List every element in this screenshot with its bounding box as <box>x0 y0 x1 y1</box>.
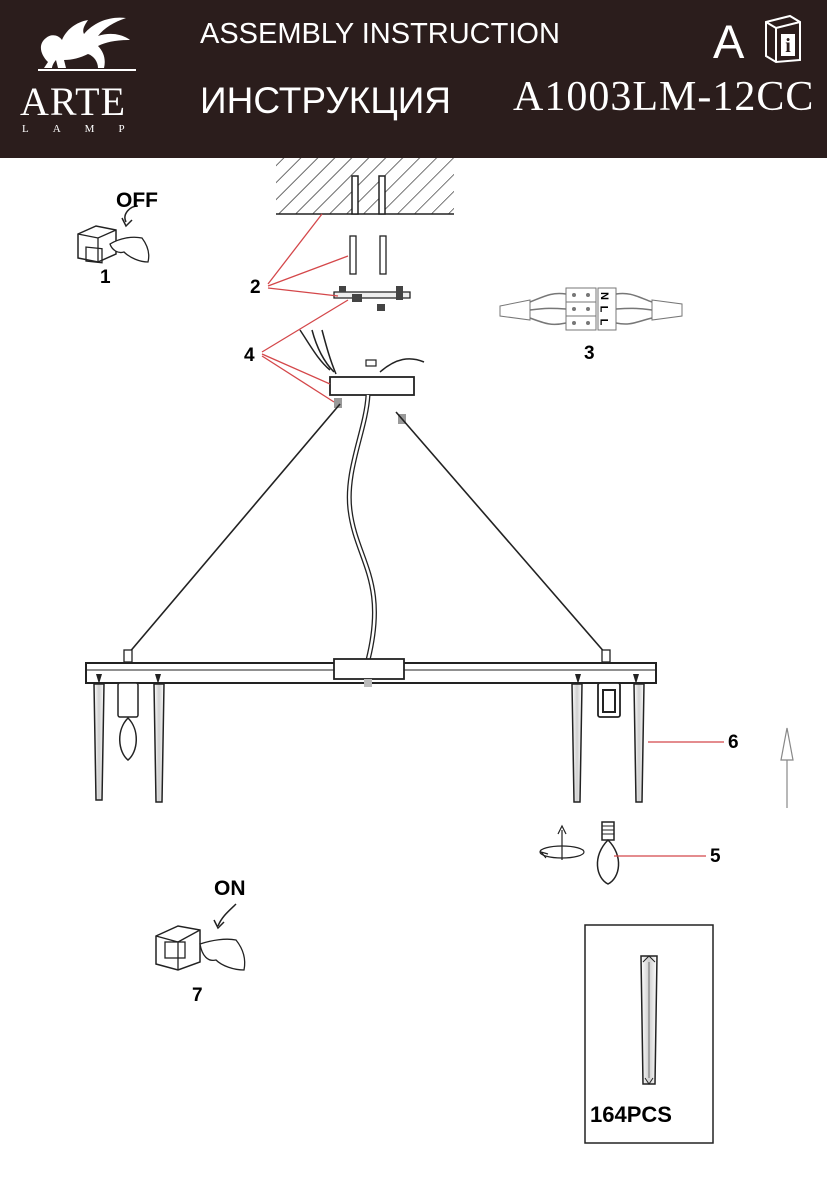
title-english: ASSEMBLY INSTRUCTION <box>200 18 560 50</box>
leader-lines <box>261 213 724 857</box>
switch-on-label: ON <box>214 877 246 900</box>
terminal-label-n: N <box>597 292 610 300</box>
book-info-icon: i <box>765 14 801 64</box>
ceiling <box>276 158 454 215</box>
brand-subtitle: LAMP <box>22 123 149 135</box>
step-5-label: 5 <box>710 846 721 867</box>
right-crystals <box>571 674 645 803</box>
language-letter: A <box>713 15 745 68</box>
brand-logo: ARTE LAMP <box>18 10 148 150</box>
brand-name: ARTE <box>20 79 127 124</box>
canopy <box>299 329 425 424</box>
step-7-label: 7 <box>192 985 203 1006</box>
switch-on-illustration <box>155 903 246 971</box>
step-4-label: 4 <box>244 345 255 366</box>
suspension-cables <box>127 394 607 661</box>
wiring-terminal <box>499 287 683 331</box>
griffin-logo-icon <box>38 17 136 71</box>
up-arrow-icon <box>780 727 794 808</box>
step-6-label: 6 <box>728 732 739 753</box>
bulb-install-detail <box>539 821 620 885</box>
terminal-label-l2: L <box>597 318 610 326</box>
left-crystals <box>93 674 165 803</box>
step-2-label: 2 <box>250 277 261 298</box>
switch-off-illustration <box>77 205 150 264</box>
crystal-count-box <box>584 924 714 1144</box>
svg-text:i: i <box>785 35 791 57</box>
terminal-label-l1: L <box>597 305 610 313</box>
model-number: A1003LM-12CC <box>513 74 815 120</box>
chandelier-frame <box>85 649 657 687</box>
step-3-label: 3 <box>584 343 595 364</box>
switch-off-label: OFF <box>116 189 158 212</box>
title-russian: ИНСТРУКЦИЯ <box>200 80 452 121</box>
step-1-label: 1 <box>100 267 111 288</box>
mounting-hardware <box>333 235 411 311</box>
crystal-quantity-label: 164PCS <box>590 1102 672 1127</box>
header-banner: ARTE LAMP ASSEMBLY INSTRUCTION ИНСТРУКЦИ… <box>0 0 827 158</box>
